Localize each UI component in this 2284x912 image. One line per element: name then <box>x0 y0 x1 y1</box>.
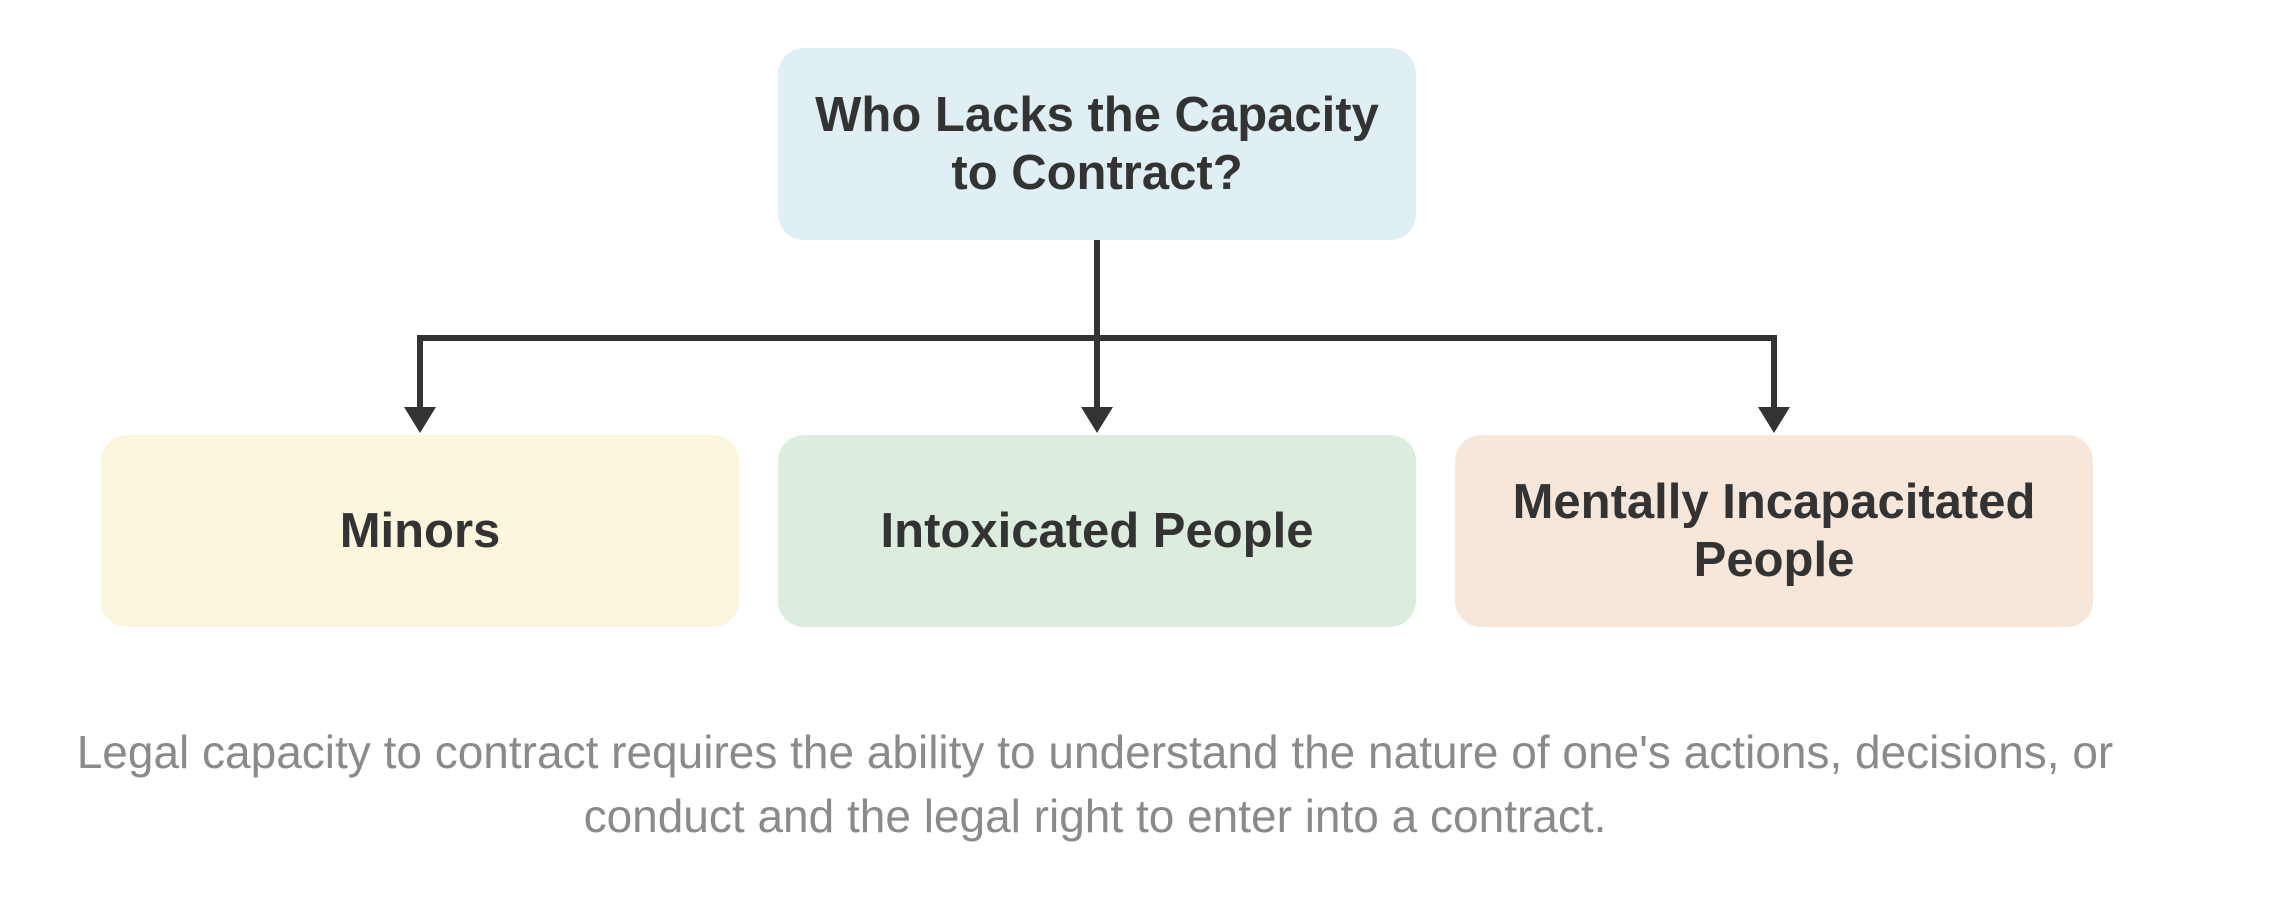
caption-text: Legal capacity to contract requires the … <box>76 726 2114 842</box>
node-mentally-incapacitated-people: Mentally Incapacitated People <box>1455 435 2093 627</box>
root-node-label: Who Lacks the Capacity to Contract? <box>815 88 1379 200</box>
node-intoxicated-people-label: Intoxicated People <box>880 504 1314 558</box>
arrow-down-icon <box>404 407 436 433</box>
arrow-down-icon <box>1758 407 1790 433</box>
node-intoxicated-people: Intoxicated People <box>778 435 1416 627</box>
root-node: Who Lacks the Capacity to Contract? <box>778 48 1416 240</box>
node-minors: Minors <box>101 435 739 627</box>
node-minors-label: Minors <box>339 504 501 558</box>
node-mentally-incapacitated-people-label: Mentally Incapacitated People <box>1512 475 2036 587</box>
arrow-down-icon <box>1081 407 1113 433</box>
